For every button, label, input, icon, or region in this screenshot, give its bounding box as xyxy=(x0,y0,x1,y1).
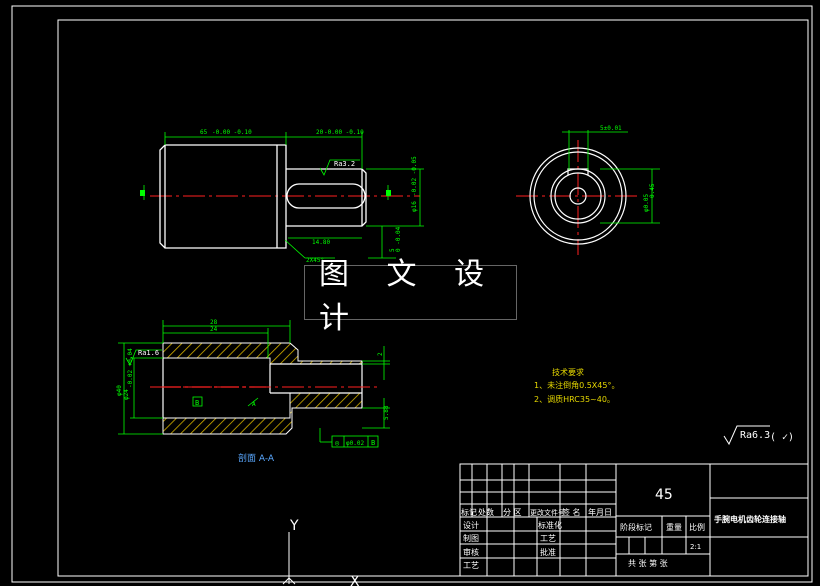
watermark-label: 图 文 设 计 xyxy=(304,257,517,336)
svg-text:◎: ◎ xyxy=(335,439,340,447)
material: 45 xyxy=(655,487,673,503)
dim-dia-left: φ40 xyxy=(116,385,123,396)
svg-text:签 名: 签 名 xyxy=(562,507,581,517)
svg-text:批准: 批准 xyxy=(540,547,556,557)
roughness-section: Ra1.6 xyxy=(138,349,159,357)
svg-text:比例: 比例 xyxy=(689,522,705,532)
dim-28: 28 xyxy=(210,319,218,326)
end-dim-side: φ0.05 xyxy=(643,194,650,212)
svg-text:审核: 审核 xyxy=(463,547,479,557)
svg-text:工艺: 工艺 xyxy=(540,534,556,543)
svg-text:标记: 标记 xyxy=(461,507,477,517)
svg-text:φ0.02: φ0.02 xyxy=(346,440,364,447)
end-view: 5±0.01 φ0.05 0.45 xyxy=(516,125,660,255)
svg-text:分 区: 分 区 xyxy=(503,508,522,517)
dim-shaft-dia-tol: -0.02 -0.05 xyxy=(411,156,418,196)
tech-req-item2: 2、调质HRC35~40。 xyxy=(534,394,615,404)
svg-text:阶段标记: 阶段标记 xyxy=(620,522,652,532)
svg-text:标准化: 标准化 xyxy=(538,520,562,530)
end-dim-side2: 0.45 xyxy=(649,183,656,198)
dim-right: 2 xyxy=(377,352,384,356)
section-label: 剖面 A-A xyxy=(238,452,275,464)
svg-text:工艺: 工艺 xyxy=(463,561,479,570)
dim-dia-left2: φ24 xyxy=(123,389,130,400)
svg-text:Y: Y xyxy=(289,518,299,534)
title-block: 45 手腕电机齿轮连接轴 标记 处数 分 区 更改文件号 签 名 年月日 设计 … xyxy=(459,463,809,577)
default-roughness: Ra6.3 ( ✓) xyxy=(723,425,794,446)
gdt-frame: ◎ φ0.02 B xyxy=(320,435,379,448)
svg-text:B: B xyxy=(371,439,375,447)
svg-text:设计: 设计 xyxy=(463,520,479,530)
section-view: B ◎ φ0.02 B 28 24 Ra1.6 φ40 φ24 -0.02 +0… xyxy=(116,319,390,464)
end-dim-top: 5±0.01 xyxy=(600,125,622,132)
svg-text:年月日: 年月日 xyxy=(588,507,612,517)
dim-bottom-right: 5.88 xyxy=(383,405,390,420)
tech-requirements: 技术要求 1、未注倒角0.5X45°。 2、调质HRC35~40。 xyxy=(534,367,619,404)
roughness-top: Ra3.2 xyxy=(334,160,355,168)
dim-keyway: 14.80 xyxy=(312,239,330,246)
ucs-icon: Y X xyxy=(282,518,360,586)
dim-total-length-tol: -0.00 -0.10 xyxy=(212,129,252,136)
tech-req-title: 技术要求 xyxy=(552,367,584,377)
dim-shaft-length-tol: -0.00 -0.10 xyxy=(324,129,364,136)
top-view: 65 -0.00 -0.10 20 -0.00 -0.10 Ra3.2 14.8… xyxy=(140,129,424,264)
svg-text:共 张 第 张: 共 张 第 张 xyxy=(628,558,668,568)
dim-total-length: 65 xyxy=(200,129,208,136)
svg-text:制图: 制图 xyxy=(463,533,479,543)
datum-b: B xyxy=(192,396,203,407)
svg-text:B: B xyxy=(195,399,199,407)
svg-text:( ✓): ( ✓) xyxy=(770,432,794,443)
tech-req-item1: 1、未注倒角0.5X45°。 xyxy=(534,380,619,390)
svg-text:处数: 处数 xyxy=(478,507,494,517)
part-name: 手腕电机齿轮连接轴 xyxy=(714,514,786,524)
dim-shaft-dia: φ16 xyxy=(411,201,418,212)
scale-value: 2:1 xyxy=(690,543,701,551)
small-a: A xyxy=(252,401,256,408)
sheet-frame xyxy=(11,5,813,583)
svg-text:Ra6.3: Ra6.3 xyxy=(740,430,770,441)
svg-text:更改文件号: 更改文件号 xyxy=(530,508,565,517)
dim-dia-left-tol: -0.02 +0.04 xyxy=(127,348,134,388)
dim-key-depth-tol: 0 -0.04 xyxy=(395,226,402,252)
chamfer-label: 2X45° xyxy=(306,257,324,264)
dim-shaft-length: 20 xyxy=(316,129,324,136)
dim-key-depth: 5 xyxy=(389,248,396,252)
svg-text:重量: 重量 xyxy=(666,522,682,532)
svg-text:X: X xyxy=(350,574,360,586)
dim-24: 24 xyxy=(210,326,218,333)
